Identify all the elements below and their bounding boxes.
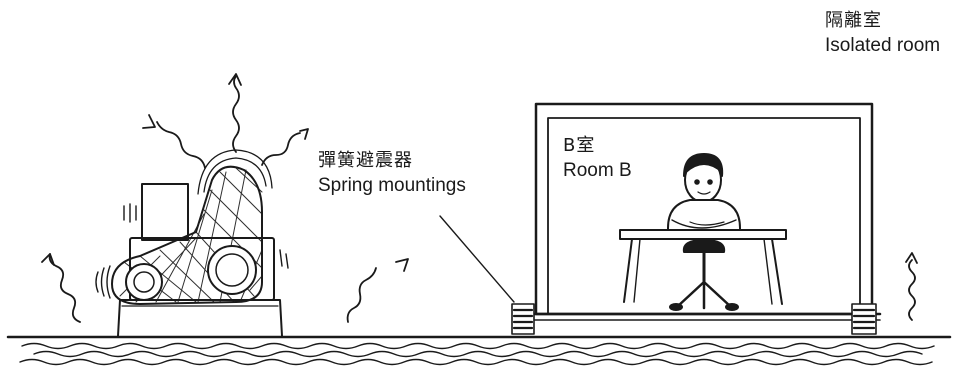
isolated-room-label-zh: 隔離室 [825, 10, 882, 31]
ground-floor [8, 337, 950, 365]
vibration-arrow-upper-right [262, 129, 308, 165]
person-torso [668, 200, 740, 232]
spring-mountings-label-zh: 彈簧避震器 [318, 150, 413, 171]
floor-wave-3 [20, 360, 932, 365]
isolated-room-label: 隔離室 Isolated room [825, 8, 940, 58]
drive-pulley-small [126, 264, 162, 300]
machine-vibration-ticks [96, 204, 288, 298]
room-b-label-en: Room B [563, 160, 632, 181]
spring-mounting-left [512, 304, 534, 334]
vibration-arrow-left [42, 254, 80, 322]
vibrating-machine [96, 150, 288, 336]
spring-mounting-right [852, 304, 876, 334]
motor-box [142, 184, 188, 240]
belt-drive [112, 150, 272, 304]
desk-top [620, 230, 786, 239]
drive-pulley-large [208, 246, 256, 294]
desk [620, 230, 786, 304]
spring-pointer-line [440, 216, 514, 302]
vibration-arrow-right [906, 253, 917, 320]
seated-person [668, 154, 740, 232]
desk-leg-left [624, 239, 632, 302]
room-b-label-zh: B室 [563, 135, 596, 156]
vibration-arrows [42, 74, 917, 322]
vibration-arrow-middle [348, 259, 408, 322]
spring-mountings-label-en: Spring mountings [318, 175, 466, 196]
floor-wave-2 [34, 352, 922, 357]
spring-mountings-label: 彈簧避震器 Spring mountings [318, 148, 466, 198]
stool [670, 240, 738, 310]
isolated-room-label-en: Isolated room [825, 35, 941, 56]
room-b-label: B室 Room B [563, 133, 632, 183]
vibration-arrow-upper-left [143, 115, 205, 168]
isolated-room [512, 104, 880, 334]
vibration-arrow-top [229, 74, 241, 152]
floor-wave-1 [22, 344, 934, 349]
desk-leg-right [772, 239, 782, 304]
